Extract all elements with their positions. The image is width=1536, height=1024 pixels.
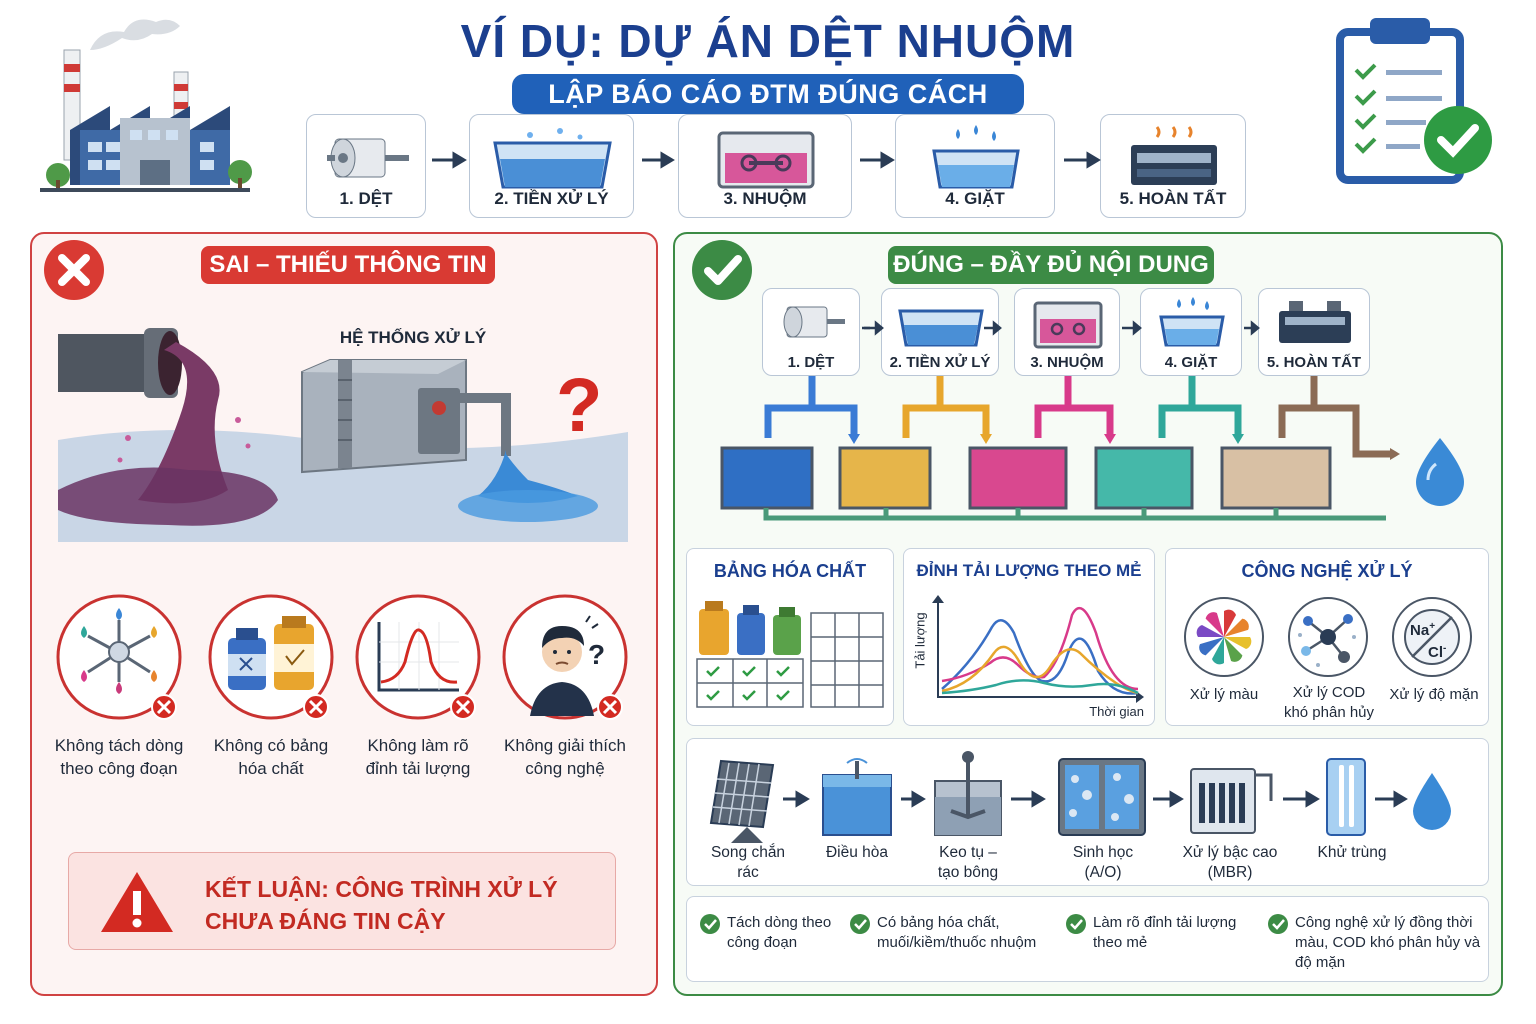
- disinfection-uv-icon: [1326, 758, 1366, 836]
- chem-table-card: BẢNG HÓA CHẤT: [686, 548, 894, 726]
- tank-icon: [493, 128, 612, 189]
- process-step-nhuom: 3. NHUỘM: [678, 114, 852, 218]
- check-icon: [850, 914, 870, 934]
- chain-arrows: [783, 790, 1408, 808]
- warning-icon: [101, 872, 173, 932]
- coagulation-tank-icon: [934, 751, 1002, 836]
- water-drop-icon: [1413, 773, 1451, 830]
- mini-step-giat: 4. GIẶT: [1140, 288, 1242, 376]
- mbr-membrane-icon: [1190, 768, 1273, 834]
- salinity-icon: Na+ Cl-: [1392, 597, 1472, 677]
- screen-grid-icon: [709, 759, 775, 843]
- process-step-giat: 4. GIẶT: [895, 114, 1055, 218]
- fabric-roll-icon: [327, 138, 409, 178]
- conclusion-box: KẾT LUẬN: CÔNG TRÌNH XỬ LÝ CHƯA ĐÁNG TIN …: [68, 852, 616, 950]
- tech-label-salinity: Xử lý độ mặn: [1389, 686, 1479, 703]
- tech-card: CÔNG NGHỆ XỬ LÝ Na+ Cl- Xử lý màu Xử lý …: [1165, 548, 1489, 726]
- chain-label-2: Điều hòa: [825, 844, 889, 861]
- flow-arrows-top: [432, 151, 1101, 169]
- check-icon: [1268, 914, 1288, 934]
- chain-label-3: Keo tụ –tạo bông: [937, 844, 999, 881]
- untreated-discharge-illustration: [58, 328, 628, 542]
- check-item-2: Có bảng hóa chất,muối/kiềm/thuốc nhuộm: [877, 914, 1037, 951]
- process-step-hoan-tat: 5. HOÀN TẤT: [1100, 114, 1246, 218]
- issue-no-peak-load-icon: [355, 594, 481, 720]
- issue-no-tech-explanation-icon: ?: [502, 594, 628, 720]
- bio-reactor-icon: [1058, 758, 1146, 836]
- check-icon: [700, 914, 720, 934]
- question-mark: ?: [556, 363, 603, 448]
- mini-step-nhuom: 3. NHUỘM: [1014, 288, 1120, 376]
- mini-flow-arrows: [862, 320, 1260, 336]
- washer-icon: [932, 125, 1020, 189]
- issue-no-stream-separation-icon: [56, 594, 182, 720]
- mini-step-hoan-tat: 5. HOÀN TẤT: [1258, 288, 1370, 376]
- wrong-badge: SAI – THIẾU THÔNG TIN: [201, 246, 495, 284]
- peak-chart-xlabel: Thời gian: [1089, 704, 1144, 719]
- conclusion-line-1: KẾT LUẬN: CÔNG TRÌNH XỬ LÝ: [205, 876, 558, 902]
- check-circle-icon: [692, 240, 752, 300]
- dye-tank-icon: [717, 131, 815, 189]
- finishing-machine-icon: [1131, 126, 1217, 185]
- process-step-tien-xu-ly: 2. TIỀN XỬ LÝ: [469, 114, 634, 218]
- system-label: HỆ THỐNG XỬ LÝ: [339, 328, 487, 347]
- svg-text:?: ?: [588, 639, 605, 670]
- peak-load-card: ĐỈNH TẢI LƯỢNG THEO MẺ Tải lượng Thời gi…: [903, 548, 1155, 726]
- chain-label-6: Khử trùng: [1317, 844, 1387, 861]
- issue-no-chem-table-icon: [208, 594, 334, 720]
- stream-separation-diagram: [720, 376, 1464, 521]
- clipboard-check-icon: [1336, 18, 1492, 184]
- peak-chart: [932, 595, 1144, 703]
- svg-text:Cl-: Cl-: [1428, 643, 1446, 661]
- chain-label-5: Xử lý bậc cao(MBR): [1182, 844, 1278, 881]
- conclusion-line-2: CHƯA ĐÁNG TIN CẬY: [205, 908, 446, 934]
- process-step-det: 1. DỆT: [306, 114, 426, 218]
- color-removal-icon: [1184, 597, 1264, 677]
- mini-step-tien-xu-ly: 2. TIỀN XỬ LÝ: [881, 288, 999, 376]
- right-badge: ĐÚNG – ĐẦY ĐỦ NỘI DUNG: [888, 246, 1214, 284]
- peak-chart-ylabel: Tải lượng: [912, 612, 928, 669]
- mini-step-det: 1. DỆT: [762, 288, 860, 376]
- factory-icon: [40, 19, 252, 192]
- tech-label-color: Xử lý màu: [1189, 686, 1259, 703]
- check-icon: [1066, 914, 1086, 934]
- chain-label-4: Sinh học(A/O): [1072, 844, 1134, 881]
- svg-text:Na+: Na+: [1410, 621, 1435, 639]
- page-title: VÍ DỤ: DỰ ÁN DỆT NHUỘM: [460, 15, 1076, 67]
- error-x-icon: [44, 240, 104, 300]
- cod-molecule-icon: [1288, 597, 1368, 677]
- page-subtitle: LẬP BÁO CÁO ĐTM ĐÚNG CÁCH: [512, 74, 1024, 114]
- equalization-tank-icon: [822, 758, 892, 836]
